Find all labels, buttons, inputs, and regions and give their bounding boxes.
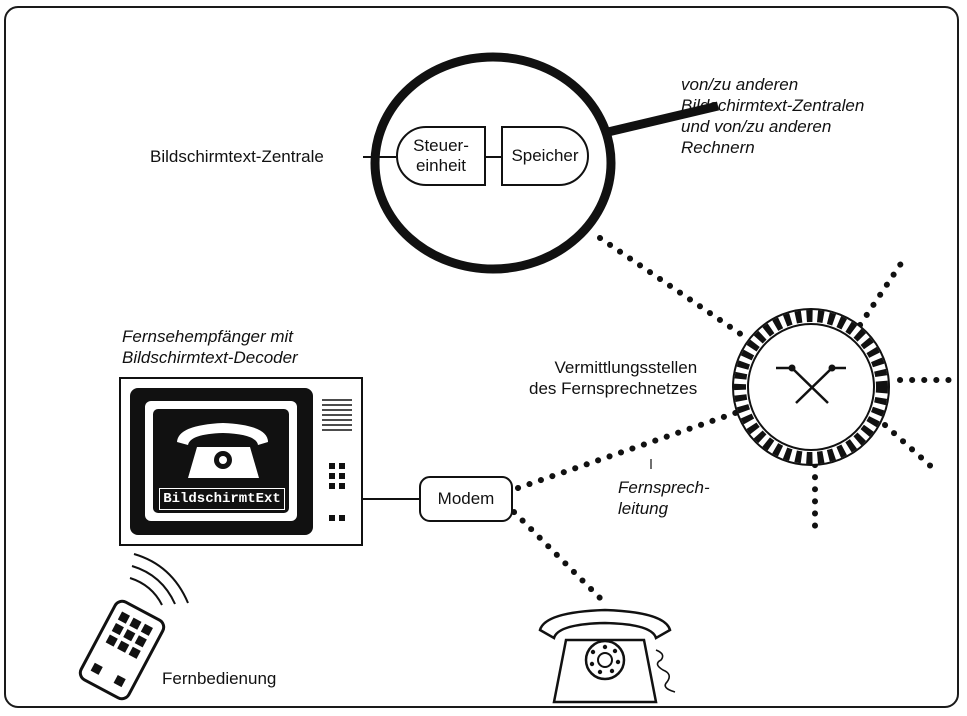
- tv-icon: [119, 377, 363, 546]
- remote-control-icon: [78, 553, 189, 701]
- fernbedienung-label: Fernbedienung: [162, 669, 277, 688]
- fernseh-label: Fernsehempfänger mit Bildschirmtext-Deco…: [122, 327, 298, 367]
- link-modem-vermittlung: [515, 409, 741, 491]
- diagram-frame: [4, 6, 959, 708]
- ray-top: [857, 259, 905, 328]
- andere-zentralen-label: von/zu anderen Bildschirmtext-Zentralen …: [681, 75, 865, 157]
- ray-lower-right: [882, 422, 938, 473]
- exchange-icon: [732, 308, 890, 466]
- modem-box: Modem: [419, 476, 513, 522]
- magnifier-icon: [370, 52, 720, 274]
- speicher-box: Speicher: [501, 126, 589, 186]
- bildschirmtext-logo: BildschirmtExt: [159, 488, 285, 510]
- telephone-icon: [538, 608, 676, 704]
- zentrale-label: Bildschirmtext-Zentrale: [150, 147, 324, 166]
- fernsprechleitung-label: Fernsprech- leitung: [618, 478, 710, 518]
- link-zentrale-vermittlung: [597, 235, 745, 338]
- vermittlung-label: Vermittlungsstellen des Fernsprechnetzes: [529, 358, 698, 398]
- steuereinheit-box: Steuer- einheit: [396, 126, 486, 186]
- link-modem-telefon: [511, 509, 608, 606]
